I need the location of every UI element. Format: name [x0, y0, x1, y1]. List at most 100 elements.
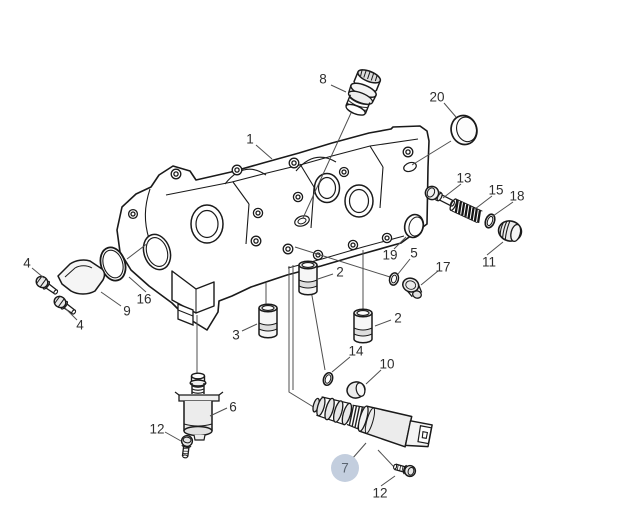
- part-washer-18: [484, 213, 496, 229]
- leader-line-12b: [380, 475, 396, 487]
- callout-number-14: 14: [348, 344, 364, 359]
- callout-highlight-circle: [331, 454, 359, 482]
- leader-line-1: [255, 144, 273, 160]
- part-pin-bolt-13: [424, 185, 456, 207]
- leader-line-2a: [317, 273, 334, 280]
- part-solenoid-6: [174, 372, 224, 441]
- callout-number-4a: 4: [23, 256, 31, 271]
- leader-line-17: [420, 270, 439, 286]
- leader-line-4b: [64, 307, 78, 321]
- leader-line-7: [351, 442, 367, 460]
- callout-number-20: 20: [429, 90, 444, 105]
- part-screw-plug-17: [402, 277, 423, 299]
- part-spring-15: [449, 198, 483, 224]
- callout-1[interactable]: 1: [246, 132, 273, 160]
- callout-17[interactable]: 17: [420, 260, 451, 286]
- callout-12b[interactable]: 12: [372, 475, 396, 501]
- callout-7[interactable]: 7: [331, 442, 367, 482]
- callout-number-16: 16: [136, 292, 151, 307]
- leader-line-12a: [164, 431, 182, 442]
- part-sensor-plug-8: [345, 69, 382, 116]
- leader-line-16: [128, 276, 147, 293]
- callout-number-2b: 2: [394, 311, 402, 326]
- assembly-line-7a: [288, 266, 321, 412]
- callout-number-6: 6: [229, 400, 237, 415]
- assembly-line-12b: [377, 449, 395, 468]
- callout-number-3: 3: [232, 328, 240, 343]
- callout-number-4b: 4: [76, 318, 84, 333]
- leader-line-4a: [31, 267, 45, 279]
- leader-line-20: [443, 102, 457, 118]
- assembly-line-20: [411, 140, 452, 166]
- callout-11[interactable]: 11: [482, 241, 504, 270]
- leader-line-13: [442, 183, 462, 199]
- leader-line-3: [241, 323, 258, 332]
- part-cup-plug-19: [403, 213, 425, 239]
- part-hex-bolt-4b: [51, 293, 79, 318]
- leader-line-6: [209, 407, 228, 417]
- callout-4a[interactable]: 4: [23, 256, 45, 279]
- assembly-line-8: [302, 112, 352, 219]
- housing-bore-left: [190, 204, 224, 244]
- leader-line-9: [100, 291, 122, 307]
- assembly-line-10: [310, 289, 326, 371]
- leader-line-8: [330, 84, 347, 93]
- callout-number-11: 11: [482, 255, 496, 270]
- part-o-ring-14: [322, 371, 334, 387]
- callout-20[interactable]: 20: [429, 90, 457, 118]
- callout-12a[interactable]: 12: [149, 422, 182, 442]
- part-o-ring-16: [99, 246, 127, 282]
- callout-number-2a: 2: [336, 265, 344, 280]
- callout-10[interactable]: 10: [365, 357, 395, 385]
- callout-13[interactable]: 13: [442, 171, 472, 199]
- callout-4b[interactable]: 4: [64, 307, 84, 333]
- callout-number-1: 1: [246, 132, 254, 147]
- callout-5[interactable]: 5: [397, 246, 418, 275]
- leader-line-10: [365, 369, 382, 385]
- part-main-housing: [116, 125, 430, 331]
- part-round-cap-20: [450, 114, 478, 146]
- callout-3[interactable]: 3: [232, 323, 258, 343]
- callout-number-10: 10: [379, 357, 394, 372]
- part-sleeve-2a: [298, 260, 318, 296]
- callout-6[interactable]: 6: [209, 400, 237, 417]
- callout-14[interactable]: 14: [331, 344, 364, 373]
- assembly-line-5: [294, 246, 391, 278]
- callout-number-13: 13: [456, 171, 471, 186]
- assembly-lines-layer: [126, 112, 452, 468]
- leader-line-5: [397, 258, 411, 275]
- callout-number-5: 5: [410, 246, 418, 261]
- callout-number-12a: 12: [149, 422, 164, 437]
- part-sleeve-2b: [353, 308, 373, 344]
- part-sleeve-3: [258, 303, 278, 339]
- part-cover-plate-9: [57, 259, 106, 295]
- callout-number-17: 17: [435, 260, 450, 275]
- leader-line-18: [492, 201, 514, 217]
- callout-number-9: 9: [123, 304, 131, 319]
- callout-number-15: 15: [488, 183, 503, 198]
- leader-line-11: [486, 241, 504, 256]
- callout-15[interactable]: 15: [474, 183, 504, 210]
- housing-bore-right: [344, 184, 374, 218]
- callout-16[interactable]: 16: [128, 276, 152, 307]
- callout-18[interactable]: 18: [492, 189, 525, 217]
- callout-19[interactable]: 19: [382, 236, 407, 263]
- callout-number-7: 7: [341, 461, 349, 476]
- housing-lower-block: [171, 270, 215, 326]
- callout-8[interactable]: 8: [319, 72, 347, 93]
- callout-9[interactable]: 9: [100, 291, 131, 319]
- housing-oval-seat: [142, 233, 172, 271]
- housing-sensor-port: [294, 215, 310, 227]
- leader-line-2b: [374, 319, 392, 327]
- part-socket-bolt-12a: [178, 434, 194, 460]
- callout-2b[interactable]: 2: [374, 311, 402, 327]
- part-socket-bolt-12b: [391, 460, 418, 479]
- part-screw-plug-10: [346, 381, 366, 399]
- assembly-line-16: [126, 242, 149, 260]
- housing-bore-center: [313, 172, 341, 204]
- callout-2a[interactable]: 2: [317, 265, 344, 280]
- part-hex-bolt-4a: [33, 273, 61, 298]
- leader-line-14: [331, 356, 351, 373]
